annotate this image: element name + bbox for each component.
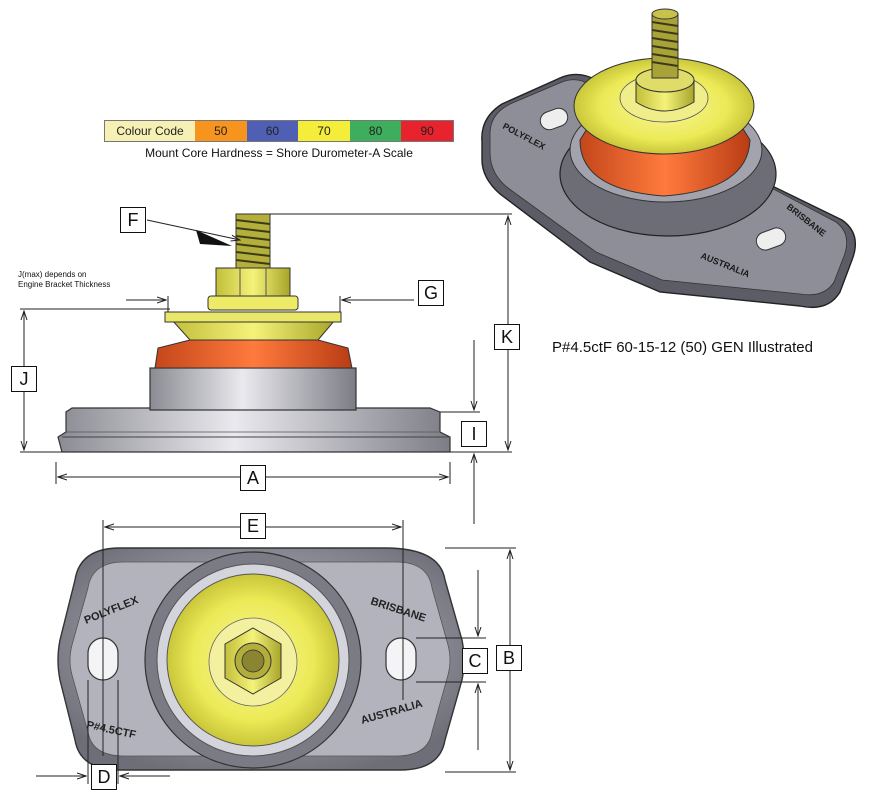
side-housing	[149, 367, 357, 411]
side-base-plate	[57, 407, 451, 453]
dim-label-e: E	[240, 513, 266, 539]
jmax-note-line2: Engine Bracket Thickness	[18, 280, 111, 289]
legend-label: Colour Code	[105, 121, 195, 141]
jmax-note: J(max) depends on Engine Bracket Thickne…	[18, 270, 110, 290]
top-view	[57, 547, 465, 771]
legend-swatch-80: 80	[349, 121, 402, 141]
legend-swatch-90: 90	[401, 121, 453, 141]
dim-label-b: B	[496, 645, 522, 671]
dim-label-k: K	[494, 324, 520, 350]
side-view	[57, 213, 451, 453]
dim-label-f: F	[120, 207, 146, 233]
f-leader-arrowhead	[196, 230, 232, 246]
dim-label-a: A	[240, 465, 266, 491]
legend-caption: Mount Core Hardness = Shore Durometer-A …	[145, 146, 413, 160]
dim-label-c: C	[462, 648, 488, 674]
isometric-view	[481, 8, 856, 309]
legend-swatch-50: 50	[195, 121, 247, 141]
dim-label-g: G	[418, 280, 444, 306]
dim-label-i: I	[461, 421, 487, 447]
colour-code-legend: Colour Code 50 60 70 80 90	[104, 120, 454, 142]
dim-label-j: J	[11, 366, 37, 392]
legend-swatch-70: 70	[298, 121, 350, 141]
jmax-note-line1: J(max) depends on	[18, 270, 87, 279]
legend-swatch-60: 60	[246, 121, 299, 141]
dim-label-d: D	[91, 764, 117, 790]
illustration-caption: P#4.5ctF 60-15-12 (50) GEN Illustrated	[552, 339, 813, 356]
top-slot-right	[385, 637, 417, 681]
